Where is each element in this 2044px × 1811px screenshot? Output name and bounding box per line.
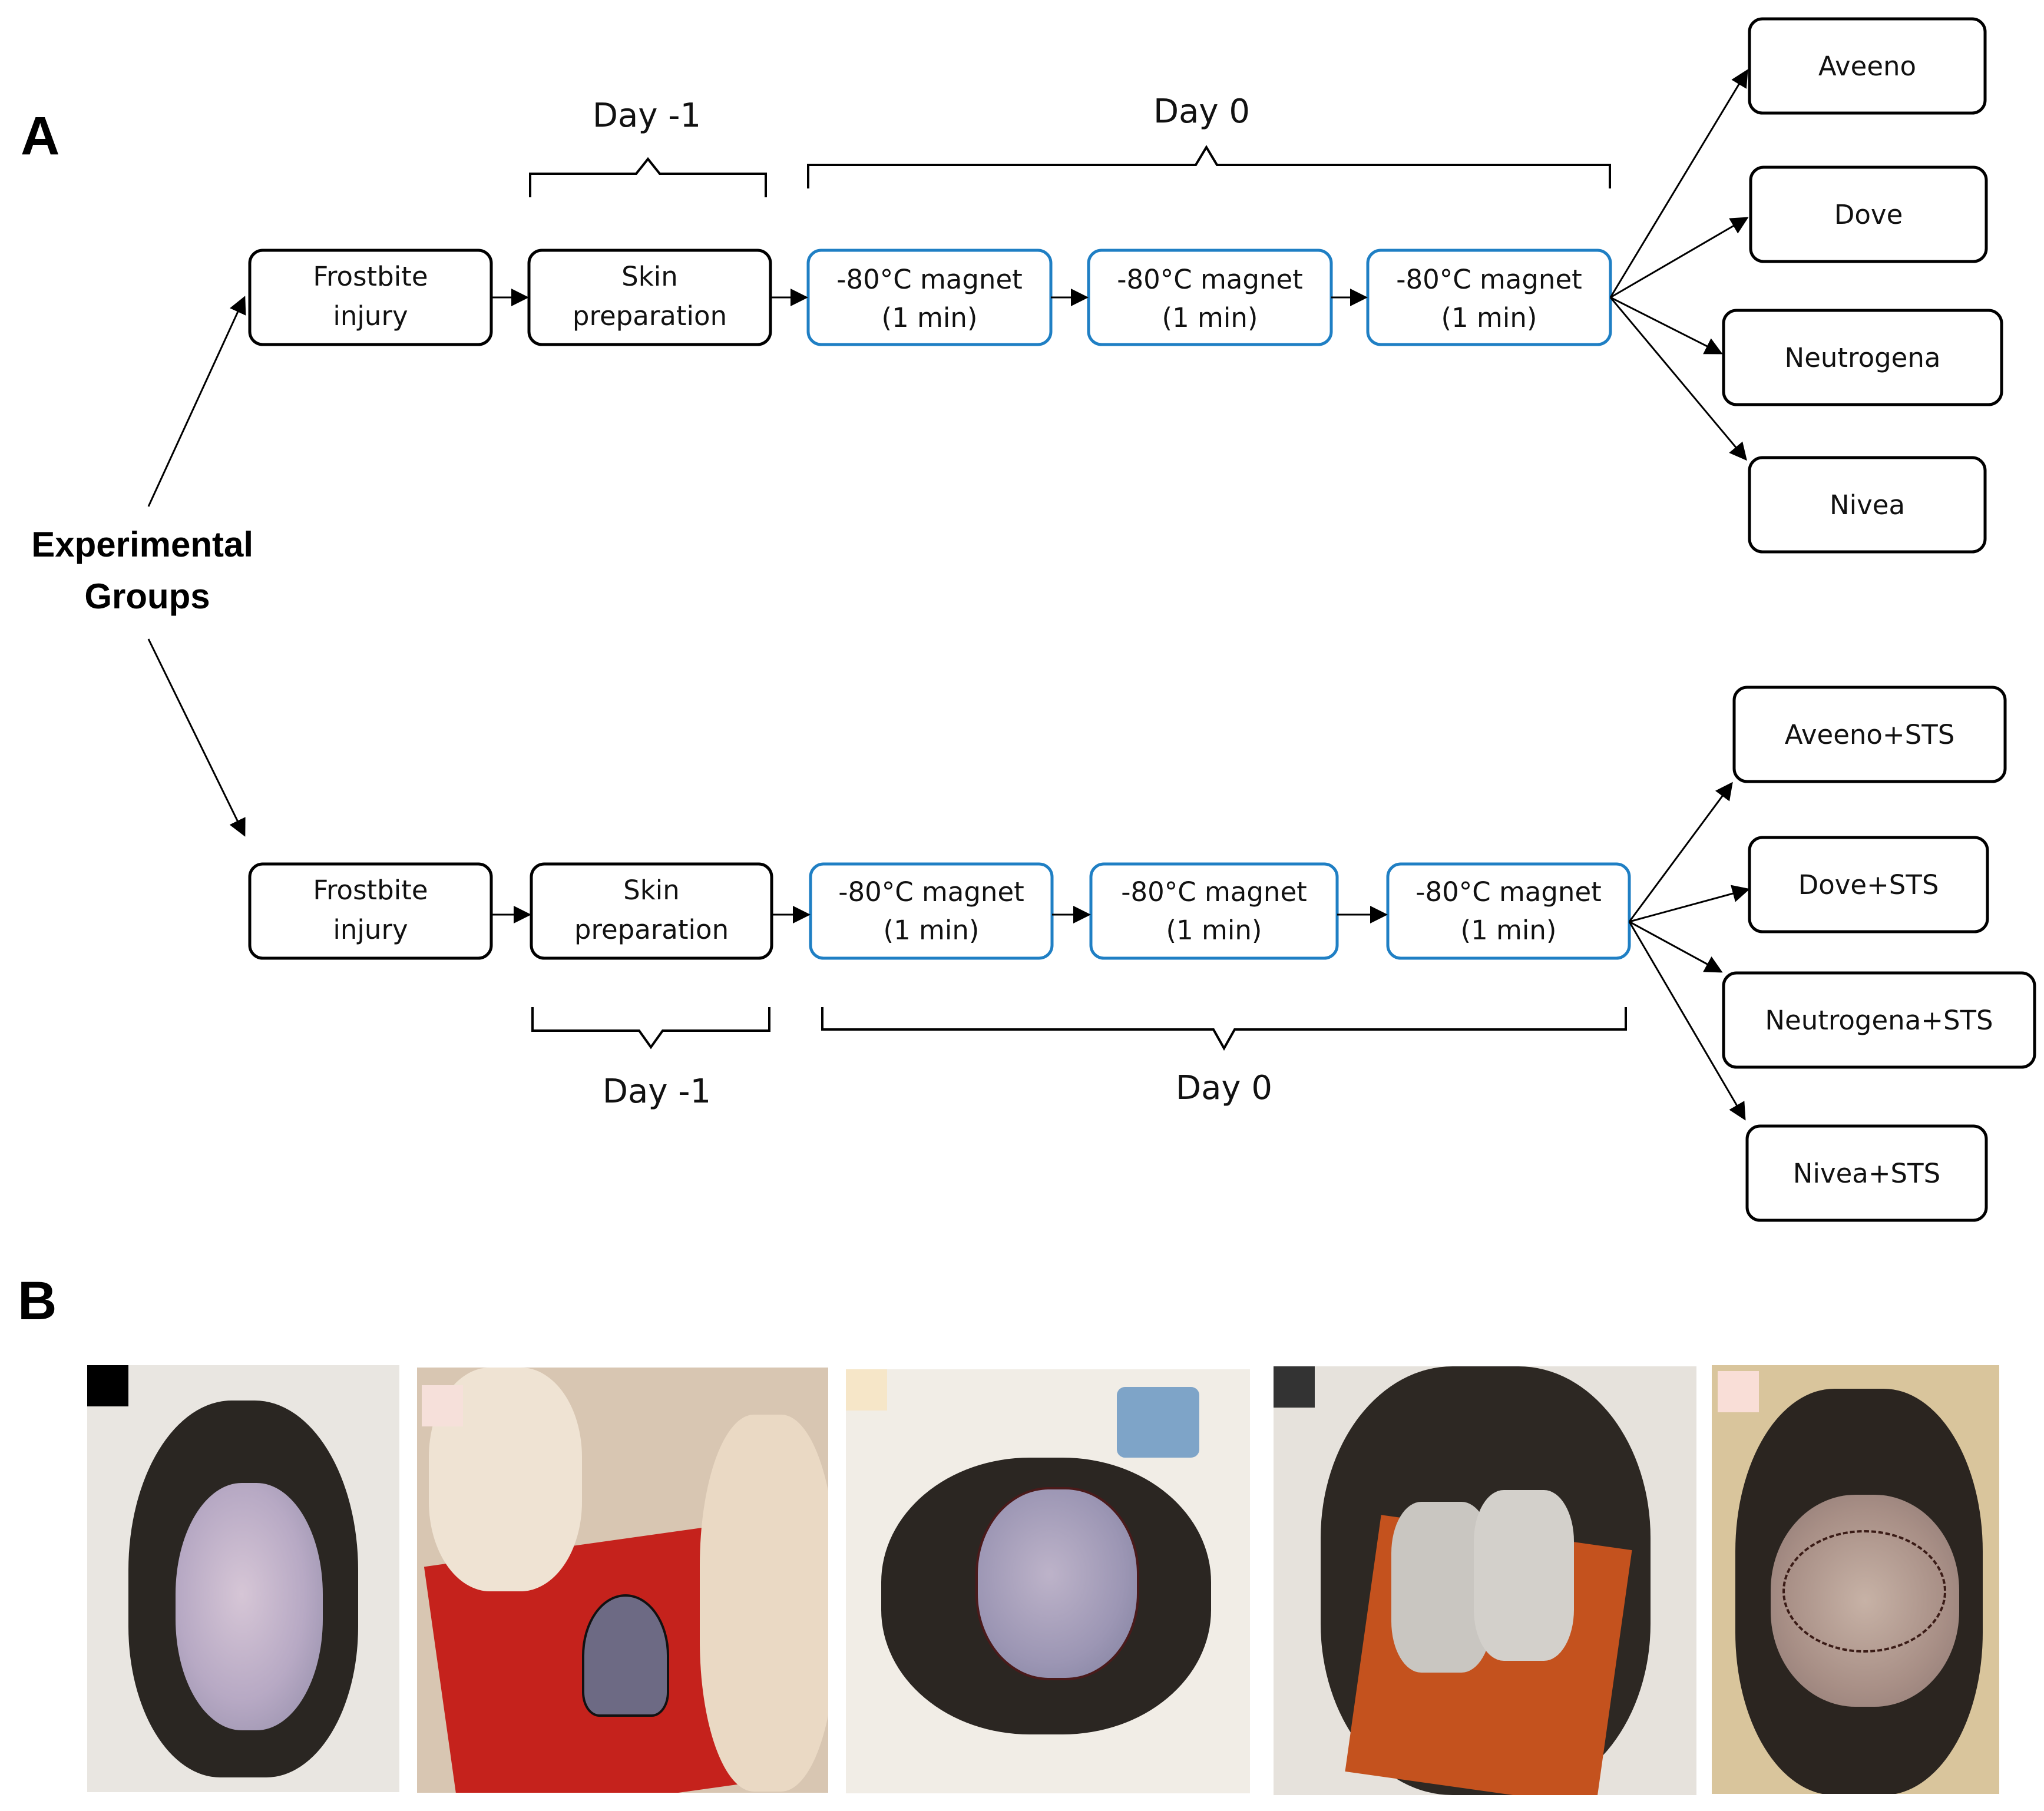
outcome-text: Dove+STS (1798, 869, 1939, 900)
groups-label-line: Groups (84, 577, 210, 616)
photo-magnet-application (1274, 1366, 1696, 1795)
panel-label-b: B (18, 1271, 57, 1331)
step-text: (1 min) (884, 915, 980, 946)
step-magnet: -80°C magnet (1 min) (1366, 249, 1612, 346)
fan-arrow (1628, 921, 1746, 1121)
step-text: (1 min) (882, 302, 978, 333)
flow-diagram: A Experimental Groups Day -1 Day 0 Frost… (21, 17, 2036, 1222)
photo-skin-template (417, 1368, 828, 1793)
bracket-day-minus-1 (531, 1007, 770, 1049)
step-text: Frostbite (313, 875, 428, 906)
step-magnet: -80°C magnet (1 min) (806, 249, 1053, 346)
outcome-neutrogena: Neutrogena (1722, 309, 2003, 406)
step-text: -80°C magnet (1117, 264, 1303, 295)
step-text: Frostbite (313, 261, 428, 292)
blue-device (1117, 1387, 1199, 1458)
gloved-hand (700, 1415, 828, 1792)
outcome-nivea: Nivea (1748, 456, 1987, 554)
step-text: injury (333, 914, 408, 945)
fan-arrow (1609, 69, 1748, 298)
groups-label-line: Experimental (31, 525, 253, 564)
step-text: preparation (573, 300, 727, 332)
fan-arrow (1629, 921, 1723, 973)
panel-b-label-wrap: B (18, 1271, 57, 1331)
corner-marker (1718, 1371, 1759, 1412)
branch-arrow (147, 296, 246, 507)
step-text: -80°C magnet (1415, 876, 1602, 908)
step-text: -80°C magnet (838, 876, 1024, 908)
step-magnet: -80°C magnet (1 min) (1087, 249, 1333, 346)
fan-arrow (1628, 782, 1733, 922)
step-text: Skin (621, 261, 678, 292)
outcome-text: Dove (1834, 199, 1903, 230)
corner-marker (846, 1369, 887, 1411)
photo-outlined-area (846, 1369, 1250, 1793)
outcome-dove: Dove (1749, 165, 1988, 263)
step-text: (1 min) (1461, 915, 1557, 946)
step-text: (1 min) (1166, 915, 1262, 946)
outcome-text: Aveeno+STS (1785, 719, 1955, 750)
fan-arrow (1629, 885, 1750, 923)
bracket-day-minus-1 (529, 157, 767, 197)
bracket-label: Day -1 (603, 1072, 711, 1111)
skin-window (582, 1594, 669, 1717)
outcome-text: Aveeno (1818, 51, 1916, 82)
bracket-day-0 (807, 145, 1611, 188)
outcome-aveeno: Aveeno (1748, 17, 1987, 115)
step-text: (1 min) (1162, 302, 1258, 333)
outcome-text: Nivea (1830, 489, 1905, 521)
step-text: Skin (623, 875, 680, 906)
panel-label-a: A (21, 106, 59, 166)
fan-arrow (1610, 217, 1749, 299)
outcome-text: Neutrogena+STS (1765, 1005, 1993, 1036)
step-magnet: -80°C magnet (1 min) (1089, 862, 1339, 960)
corner-marker (1274, 1366, 1315, 1408)
fan-arrow (1609, 297, 1747, 461)
corner-marker (87, 1365, 128, 1406)
bracket-label: Day 0 (1176, 1069, 1272, 1107)
step-skin-preparation: Skin preparation (530, 862, 773, 960)
row2: Frostbite injury Skin preparation -80°C … (248, 686, 2036, 1222)
wound-outline (1782, 1530, 1946, 1653)
step-frostbite-injury: Frostbite injury (248, 249, 493, 346)
step-text: -80°C magnet (836, 264, 1023, 295)
outcome-aveeno-sts: Aveeno+STS (1732, 686, 2007, 783)
outcome-dove-sts: Dove+STS (1748, 836, 1989, 933)
magnet (1474, 1490, 1574, 1661)
outlined-skin (975, 1487, 1139, 1680)
step-magnet: -80°C magnet (1 min) (809, 862, 1054, 960)
outcome-text: Nivea+STS (1793, 1158, 1940, 1189)
step-magnet: -80°C magnet (1 min) (1386, 862, 1631, 960)
outcome-nivea-sts: Nivea+STS (1745, 1124, 1988, 1222)
step-skin-preparation: Skin preparation (527, 249, 772, 346)
step-text: injury (333, 300, 408, 332)
branch-arrow (147, 638, 246, 837)
step-text: (1 min) (1441, 302, 1537, 333)
corner-marker (422, 1385, 463, 1426)
groups-label: Experimental Groups (31, 525, 263, 616)
photo-shaved-mouse (87, 1365, 399, 1792)
shaved-skin (176, 1483, 323, 1730)
step-text: preparation (574, 914, 729, 945)
bracket-label: Day 0 (1153, 92, 1250, 131)
step-text: -80°C magnet (1121, 876, 1307, 908)
outcome-neutrogena-sts: Neutrogena+STS (1722, 971, 2036, 1069)
row1: Day -1 Day 0 Frostbite injury Skin prepa… (248, 17, 2003, 554)
step-text: -80°C magnet (1396, 264, 1582, 295)
photo-frostbite-result (1712, 1365, 1999, 1794)
outcome-text: Neutrogena (1785, 342, 1941, 373)
step-frostbite-injury: Frostbite injury (248, 862, 493, 960)
bracket-day-0 (821, 1007, 1627, 1051)
fan-arrow (1610, 296, 1723, 355)
bracket-label: Day -1 (593, 97, 701, 135)
